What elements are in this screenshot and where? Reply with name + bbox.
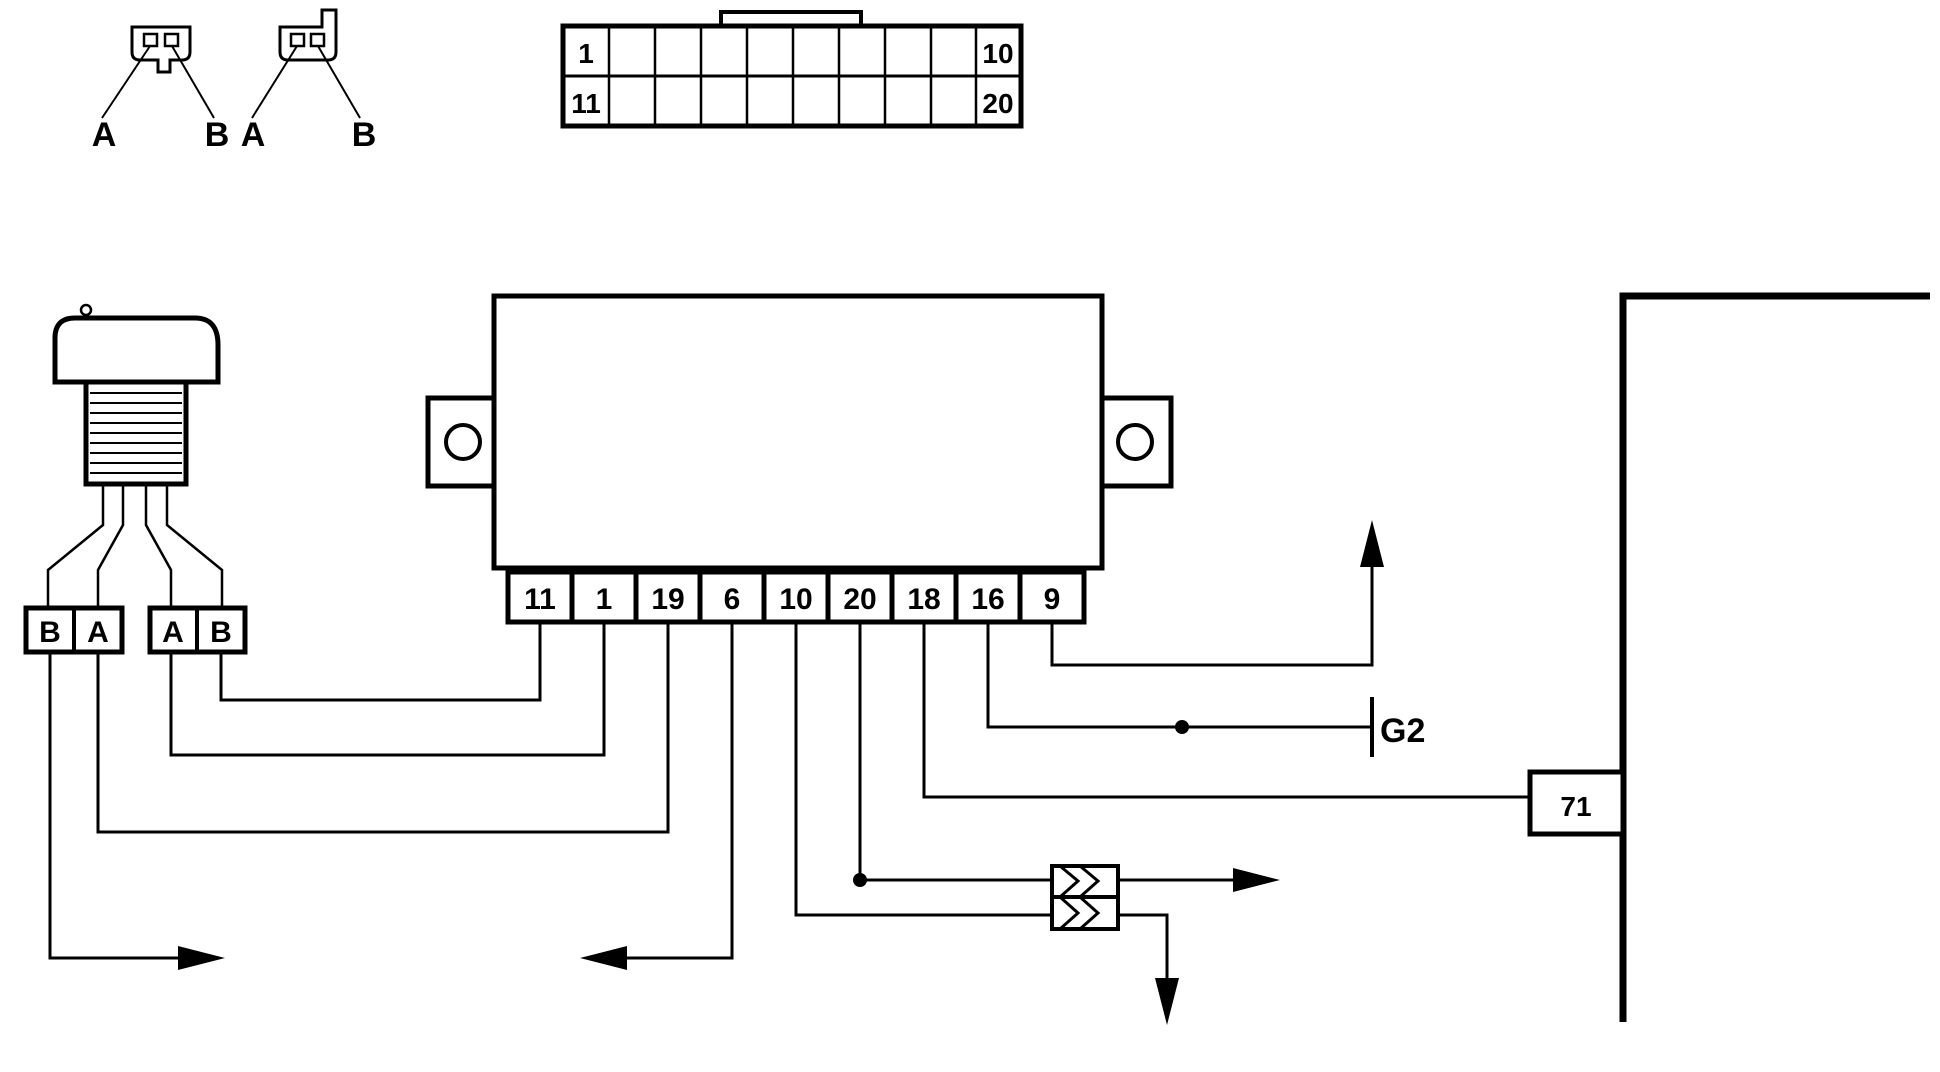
legend-main-connector: 1 10 11 20	[560, 10, 1024, 129]
module-pin-20: 20	[843, 583, 876, 616]
connector-71-label: 71	[1560, 791, 1591, 822]
legend-small-connector-2: A B	[241, 8, 377, 154]
arrow-right-bottom-left	[178, 946, 225, 970]
legend-pin-10: 10	[982, 38, 1013, 69]
sensor-coil-lines	[90, 392, 182, 474]
legend-1-pin-a-label: A	[92, 116, 117, 154]
legend-1-pin-b-label: B	[205, 116, 230, 154]
module-pin-10: 10	[779, 583, 812, 616]
right-plug-pin-b: B	[210, 616, 232, 649]
legend-2-pin-a-label: A	[241, 116, 266, 154]
wires	[48, 520, 1530, 970]
arrow-left-bottom	[580, 946, 627, 970]
module-pin-1: 1	[596, 583, 613, 616]
module-body	[491, 293, 1105, 571]
module-pin-19: 19	[651, 583, 684, 616]
right-plug-pin-a: A	[162, 616, 184, 649]
module-pin-6: 6	[724, 583, 741, 616]
legend-pin-11: 11	[571, 88, 601, 119]
sensor-right-plug: A B	[147, 605, 248, 655]
arrow-right-splice	[1233, 868, 1280, 892]
arrow-down-splice	[1155, 978, 1179, 1025]
legend-small-connector-1: A B	[92, 25, 230, 154]
module-pin-18: 18	[907, 583, 940, 616]
legend-pin-20: 20	[982, 88, 1013, 119]
sensor-left-plug: B A	[23, 605, 125, 655]
ground-label: G2	[1380, 712, 1425, 750]
left-plug-pin-b: B	[39, 616, 61, 649]
module-pin-11: 11	[524, 583, 556, 616]
harness-right: 71	[1527, 292, 1930, 1022]
left-plug-pin-a: A	[87, 616, 109, 649]
module-pin-16: 16	[971, 583, 1004, 616]
arrow-up	[1360, 520, 1384, 567]
control-module: 11 1 19 6 10 20 18 16 9	[425, 293, 1174, 625]
inline-connector	[1050, 864, 1280, 1025]
module-pin-9: 9	[1044, 583, 1061, 616]
legend-pin-1: 1	[578, 38, 594, 69]
sensor	[46, 303, 224, 608]
legend-2-pin-b-label: B	[352, 116, 377, 154]
